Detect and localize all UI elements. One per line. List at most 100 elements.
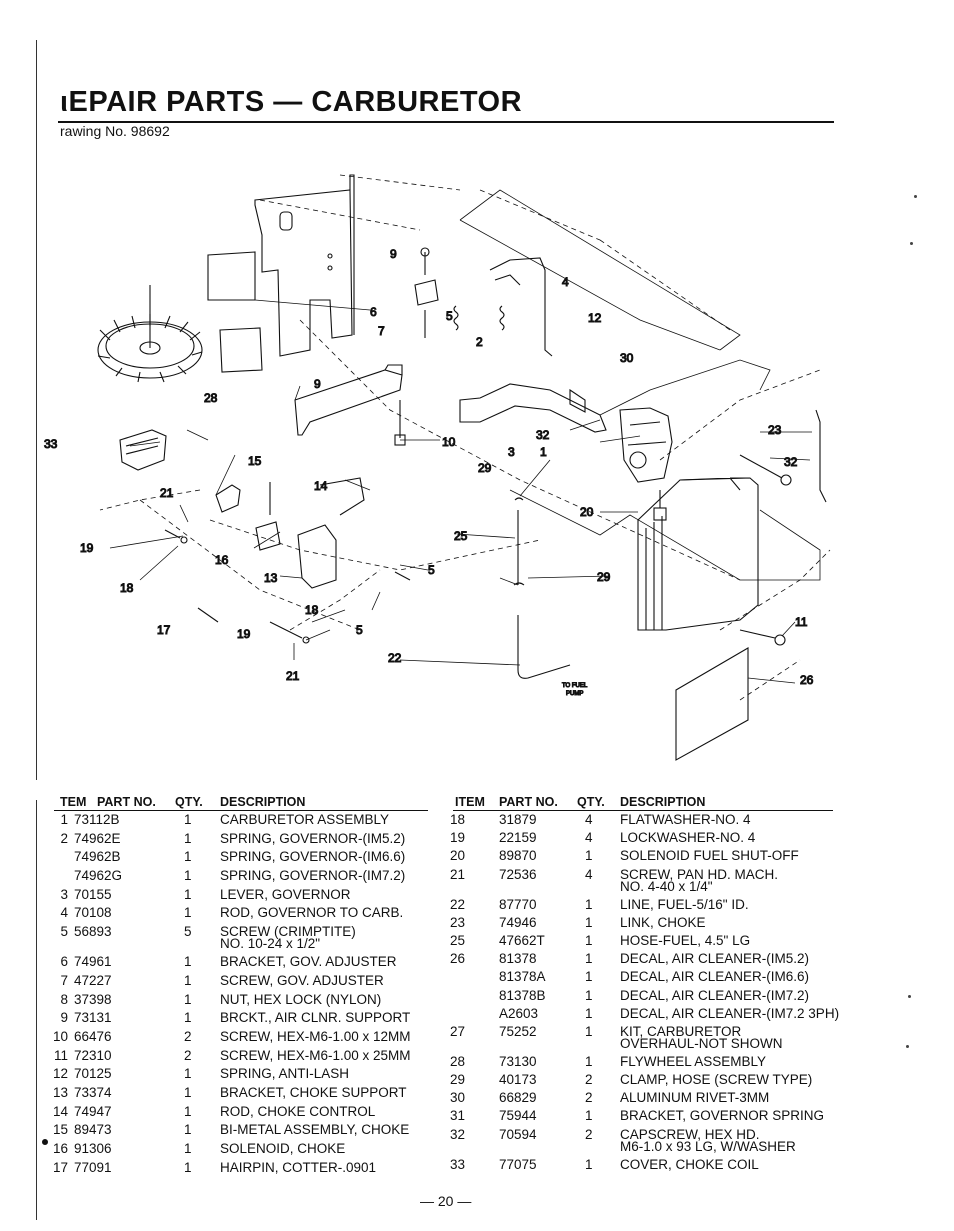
part-number: 74946	[499, 914, 537, 930]
description-line: HAIRPIN, COTTER-.0901	[220, 1159, 377, 1175]
part-number: 75252	[499, 1023, 537, 1039]
description-line: LEVER, GOVERNOR	[220, 886, 351, 902]
callout: 30	[620, 351, 634, 365]
quantity: 1	[585, 914, 593, 930]
header-part: PART NO.	[97, 795, 156, 809]
callout: 4	[562, 275, 569, 289]
description-line: COVER, CHOKE COIL	[620, 1156, 759, 1172]
callout: 5	[356, 623, 363, 637]
quantity: 2	[184, 1028, 192, 1044]
part-number: 74962G	[74, 868, 123, 884]
description-line: SCREW, GOV. ADJUSTER	[220, 972, 384, 988]
description: DECAL, AIR CLEANER-(IM5.2)	[620, 950, 810, 967]
quantity: 1	[585, 987, 593, 1003]
table-header: TEM PART NO. QTY. DESCRIPTION	[54, 793, 428, 811]
description-line: SOLENOID FUEL SHUT-OFF	[620, 848, 799, 864]
item-number: 16	[52, 1141, 68, 1156]
quantity: 1	[184, 1122, 192, 1138]
description: BRACKET, GOV. ADJUSTER	[220, 953, 397, 969]
part-number: 66829	[499, 1090, 537, 1106]
callout: 33	[44, 437, 58, 451]
description-line: DECAL, AIR CLEANER-(IM5.2)	[620, 951, 810, 967]
description-line: FLYWHEEL ASSEMBLY	[620, 1053, 767, 1069]
callout: 2	[476, 335, 483, 349]
description-line: SCREW, HEX-M6-1.00 x 12MM	[220, 1028, 411, 1044]
callout: 26	[800, 673, 814, 687]
quantity: 1	[585, 1023, 593, 1039]
callout: 12	[588, 311, 602, 325]
description-line: SPRING, ANTI-LASH	[220, 1066, 350, 1082]
part-number: 89870	[499, 848, 537, 864]
description-line: BRACKET, CHOKE SUPPORT	[220, 1084, 407, 1100]
item-number: 22	[449, 896, 465, 912]
item-number: 26	[449, 951, 465, 967]
item-number: 4	[60, 905, 68, 921]
description-line: LINK, CHOKE	[620, 914, 706, 930]
description: LOCKWASHER-NO. 4	[620, 829, 755, 845]
item-number: 28	[449, 1053, 465, 1069]
part-number: 81378B	[499, 987, 546, 1003]
description-line: NUT, HEX LOCK (NYLON)	[220, 991, 382, 1007]
part-number: 47662T	[499, 932, 545, 948]
description-line: ALUMINUM RIVET-3MM	[620, 1090, 770, 1106]
callout: 32	[536, 428, 550, 442]
title-rule	[58, 121, 834, 123]
description: LEVER, GOVERNOR	[220, 886, 351, 902]
description: SCREW, HEX-M6-1.00 x 25MM	[220, 1047, 411, 1062]
description: FLYWHEEL ASSEMBLY	[620, 1053, 767, 1069]
part-number: 56893	[74, 924, 112, 940]
description-line-2: NO. 4-40 x 1/4"	[620, 878, 713, 894]
callout: 19	[237, 627, 251, 641]
description-line-2: OVERHAUL-NOT SHOWN	[620, 1035, 783, 1051]
description-line: LINE, FUEL-5/16" ID.	[620, 896, 749, 912]
description-line: BRACKET, GOVERNOR SPRING	[620, 1108, 825, 1124]
quantity: 1	[184, 972, 192, 988]
item-number: 10	[52, 1028, 68, 1044]
item-number: 6	[60, 954, 68, 970]
item-number: 18	[449, 812, 465, 827]
quantity: 2	[585, 1072, 593, 1088]
quantity: 1	[585, 848, 593, 864]
description: NUT, HEX LOCK (NYLON)	[220, 991, 381, 1006]
quantity: 1	[184, 1010, 192, 1026]
callout: 16	[215, 553, 229, 567]
description-line: SCREW, HEX-M6-1.00 x 25MM	[220, 1047, 411, 1063]
part-number: 70594	[499, 1126, 537, 1142]
description-line: KIT, CARBURETOR	[620, 1023, 742, 1039]
description: SCREW, HEX-M6-1.00 x 12MM	[220, 1028, 411, 1044]
quantity: 1	[585, 969, 593, 985]
callout: 18	[120, 581, 134, 595]
description: ROD, CHOKE CONTROL	[220, 1103, 375, 1118]
item-number: 23	[449, 914, 465, 930]
quantity: 1	[585, 896, 593, 912]
part-number: 91306	[74, 1141, 112, 1156]
item-number: 27	[449, 1023, 465, 1039]
description: SPRING, ANTI-LASH	[220, 1065, 350, 1082]
description: SPRING, GOVERNOR-(IM5.2)	[220, 830, 405, 845]
part-number: 47227	[74, 972, 112, 988]
part-number: 75944	[499, 1108, 537, 1124]
quantity: 1	[184, 1103, 192, 1119]
quantity: 1	[585, 932, 593, 948]
part-number: 77075	[499, 1156, 537, 1172]
description-line: CARBURETOR ASSEMBLY	[220, 812, 390, 827]
description: CAPSCREW, HEX HD.M6-1.0 x 93 LG, W/WASHE…	[620, 1126, 796, 1153]
